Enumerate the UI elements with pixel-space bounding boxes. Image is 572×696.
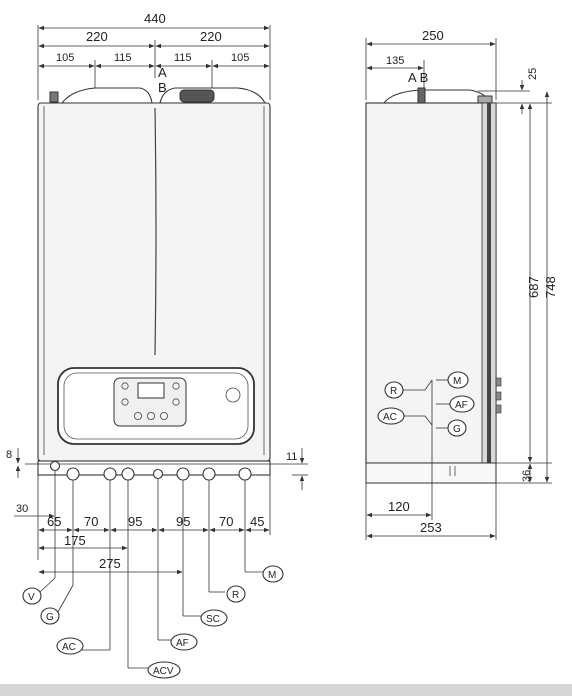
connection-m	[238, 467, 252, 481]
side-callout-m-label: M	[453, 376, 461, 387]
side-view: 250 135 A B 25 687 748	[365, 28, 558, 540]
bottom-dim-5: 70	[219, 514, 233, 529]
dim-253: 253	[420, 520, 442, 535]
top-dim-4: 105	[231, 52, 249, 64]
dim-275: 275	[99, 556, 121, 571]
connection-g	[66, 467, 80, 481]
callout-g-label: G	[46, 612, 54, 623]
side-top-fitting	[382, 89, 491, 104]
panel-button	[121, 398, 129, 406]
side-bottom-cover	[365, 462, 497, 484]
footer-bar	[0, 684, 572, 696]
dim-36: 36	[521, 470, 533, 482]
dim-30: 30	[16, 503, 28, 515]
dim-748: 748	[543, 276, 558, 298]
side-label-ab: A B	[408, 70, 428, 85]
half-width-left-label: 220	[86, 29, 108, 44]
top-dim-2: 115	[114, 52, 132, 64]
dim-25: 25	[527, 68, 539, 80]
dim-11: 11	[286, 451, 297, 463]
callout-m-label: M	[268, 570, 276, 581]
side-callout-r	[384, 381, 404, 399]
side-callout-g-label: G	[453, 424, 461, 435]
connection-v	[49, 460, 61, 472]
dim-135: 135	[386, 55, 404, 67]
panel-button	[121, 382, 129, 390]
side-flue-collar	[417, 87, 426, 104]
bottom-dim-1: 65	[47, 514, 61, 529]
bottom-dim-3: 95	[128, 514, 142, 529]
callout-sc	[200, 609, 228, 627]
side-callout-ac	[377, 407, 405, 425]
callout-ac-label: AC	[62, 642, 76, 653]
panel-button	[172, 398, 180, 406]
side-callout-af-label: AF	[455, 400, 468, 411]
callout-acv	[147, 661, 181, 679]
panel-button	[172, 382, 180, 390]
top-dim-3: 115	[174, 52, 192, 64]
half-width-right-label: 220	[200, 29, 222, 44]
side-callout-g	[447, 419, 467, 437]
dim-175: 175	[64, 533, 86, 548]
callout-sc-label: SC	[206, 614, 220, 625]
display-module	[113, 377, 187, 427]
panel-button	[159, 411, 168, 420]
callout-g	[40, 607, 60, 625]
front-view: 440 220 220 105 115 115 105 A B B B	[6, 11, 308, 679]
connection-acv	[121, 467, 135, 481]
label-a: A	[158, 65, 167, 80]
callout-acv-label: ACV	[153, 666, 174, 677]
dim-120: 120	[388, 499, 410, 514]
air-vent-cap	[49, 91, 59, 103]
lcd-display	[137, 382, 165, 399]
callout-r	[226, 585, 246, 603]
panel-button	[146, 411, 155, 420]
callout-m	[262, 565, 284, 583]
connection-r	[202, 467, 216, 481]
callout-af	[170, 633, 198, 651]
dim-8: 8	[6, 449, 12, 461]
bottom-dim-6: 45	[250, 514, 264, 529]
dim-687: 687	[526, 276, 541, 298]
bottom-dim-4: 95	[176, 514, 190, 529]
bottom-dim-2: 70	[84, 514, 98, 529]
callout-v	[22, 587, 42, 605]
overall-width-label: 440	[144, 11, 166, 26]
connection-af	[152, 468, 164, 480]
top-dim-1: 105	[56, 52, 74, 64]
callout-af-label: AF	[176, 638, 189, 649]
panel-button	[133, 411, 142, 420]
callout-ac	[56, 637, 84, 655]
air-intake-fitting-left	[60, 87, 153, 104]
side-callout-m	[447, 371, 469, 389]
side-depth-label: 250	[422, 28, 444, 43]
side-callout-ac-label: AC	[383, 412, 397, 423]
callout-r-label: R	[232, 590, 239, 601]
label-b-center: B	[158, 80, 167, 95]
side-callout-af	[449, 395, 475, 413]
connection-ac	[103, 467, 117, 481]
connection-sc	[176, 467, 190, 481]
callout-v-label: V	[28, 592, 35, 603]
pressure-gauge	[225, 387, 241, 403]
side-callout-r-label: R	[390, 386, 397, 397]
front-panel-seam	[154, 107, 157, 356]
flue-collar	[179, 89, 215, 103]
